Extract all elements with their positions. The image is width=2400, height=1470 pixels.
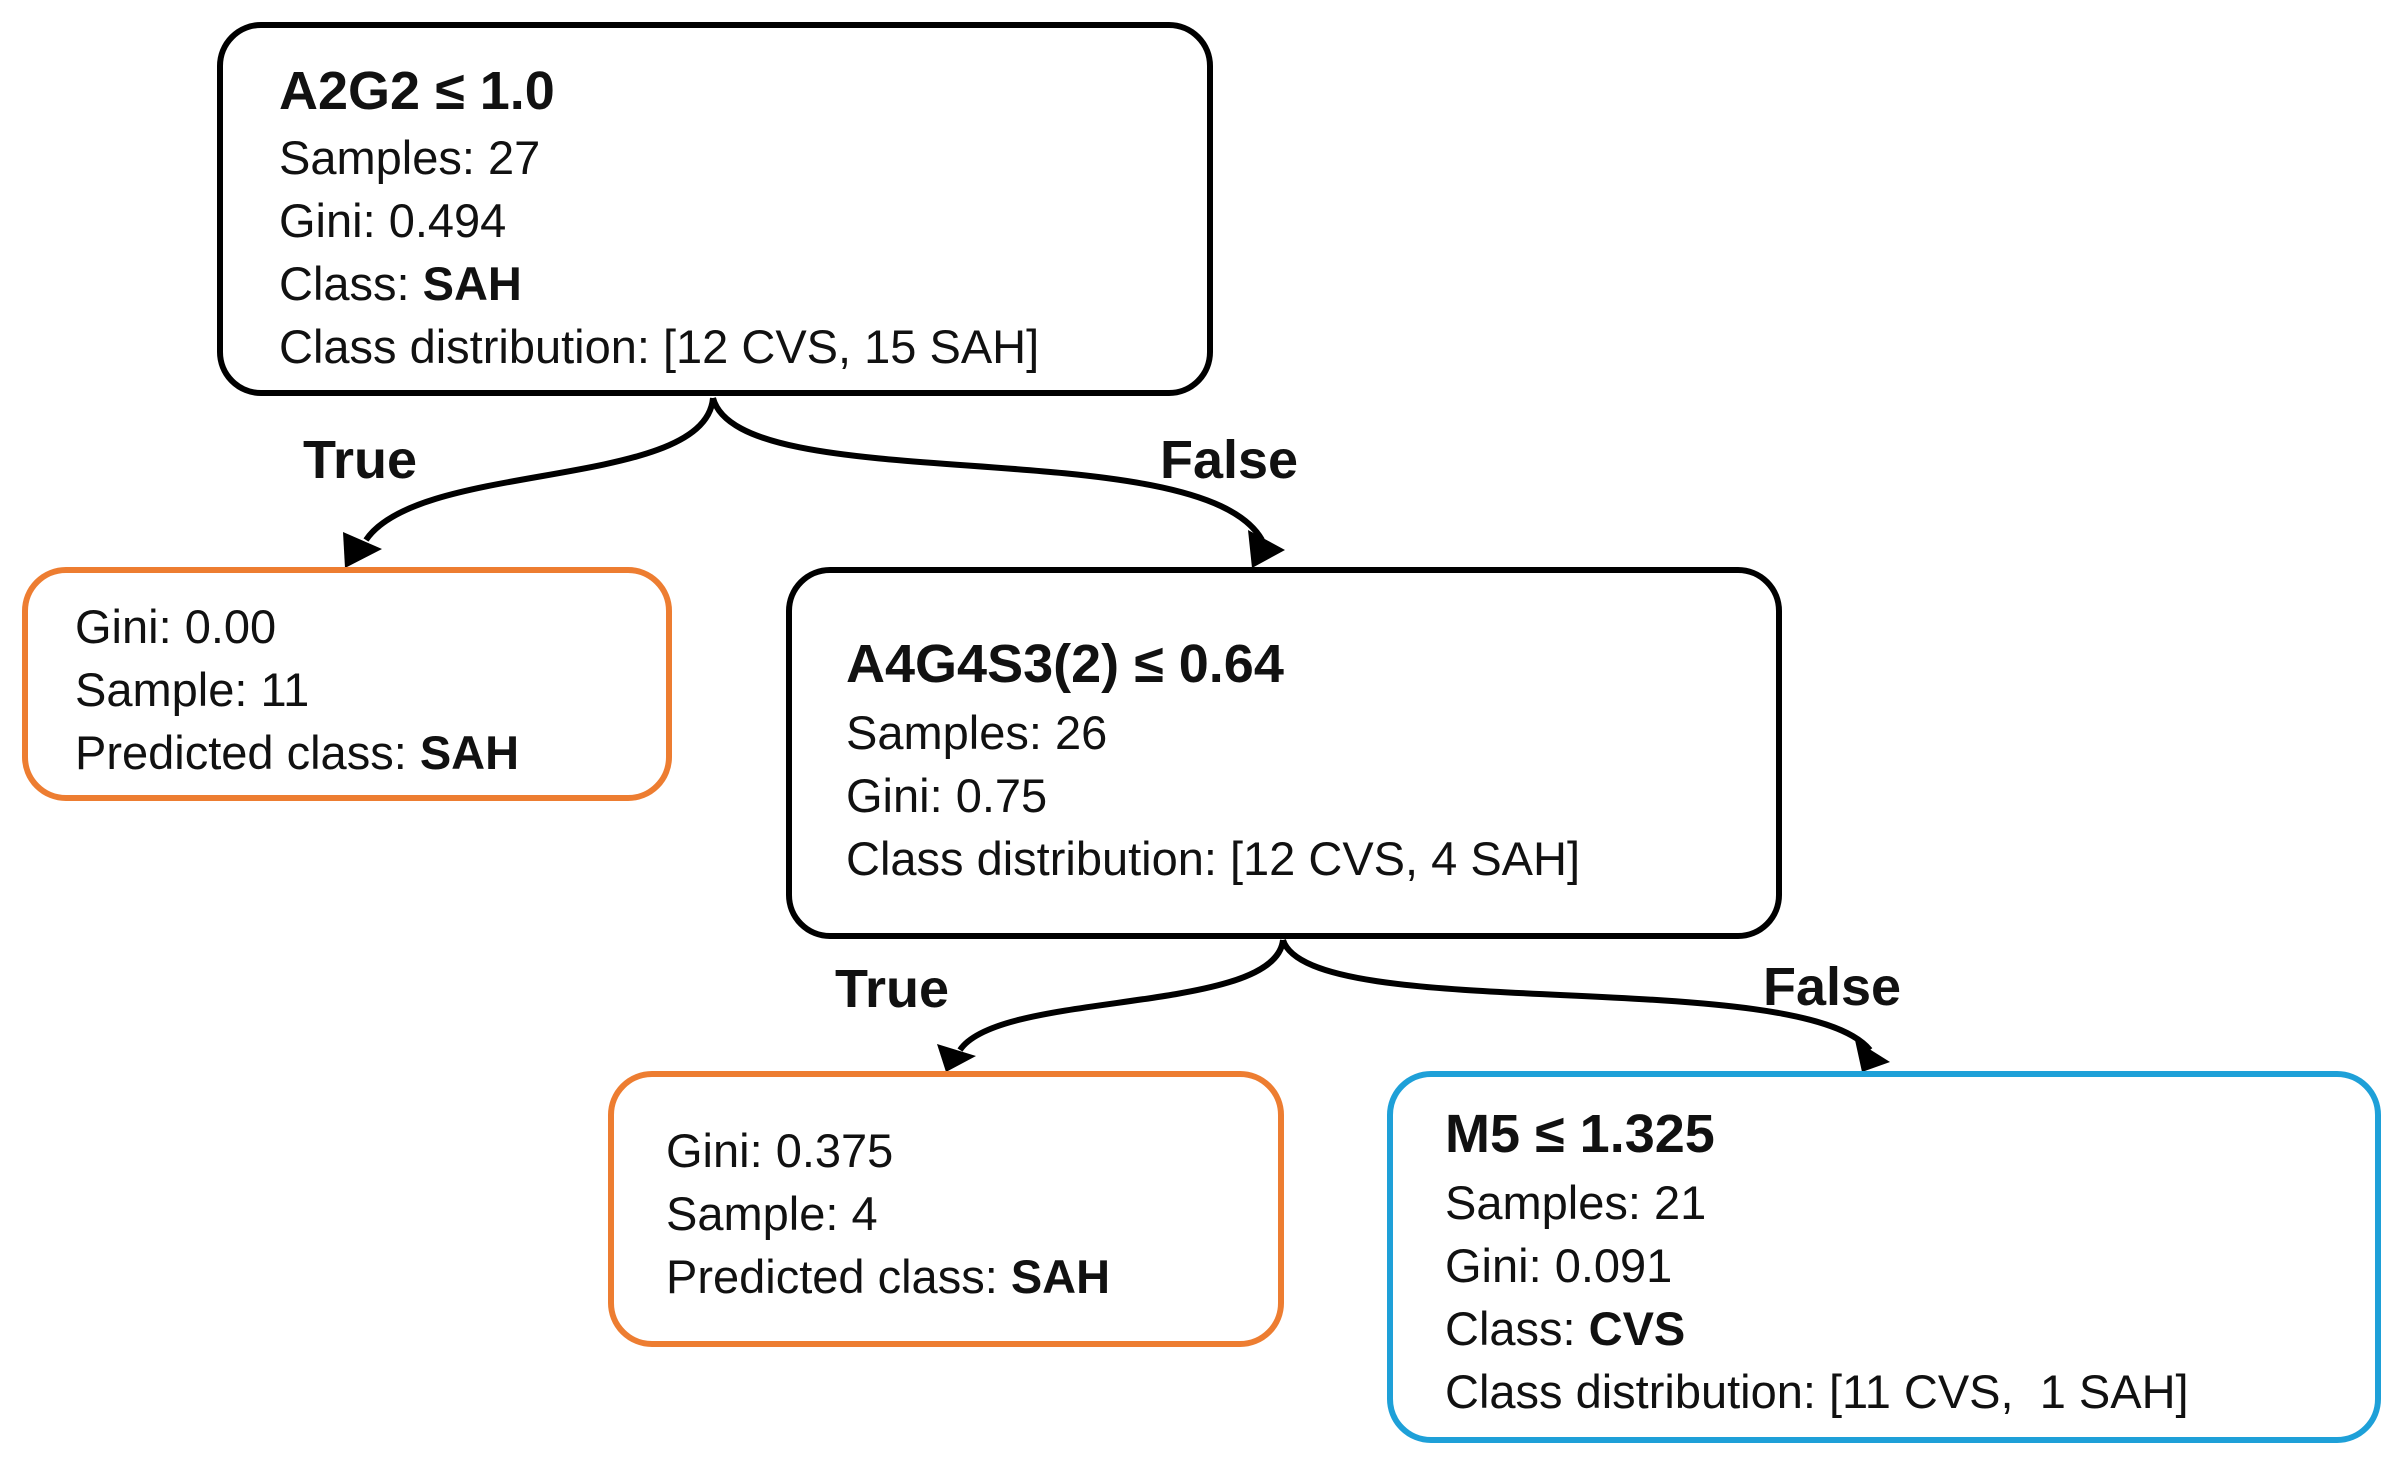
leaf-left-gini: Gini: 0.00 <box>75 600 277 653</box>
edge-label-root-true: True <box>303 430 418 490</box>
root-split-condition: A2G2 ≤ 1.0 <box>279 61 555 121</box>
split-a4g4s3-samples: Samples: 26 <box>846 706 1108 759</box>
leaf-left-class-value: SAH <box>419 726 520 779</box>
leaf-middle-class-label: Predicted class: <box>666 1250 1011 1303</box>
split-m5-class-distribution: Class distribution: [11 CVS, 1 SAH] <box>1445 1365 2189 1418</box>
edge-label-split-true: True <box>835 959 950 1019</box>
split-a4g4s3-class-distribution: Class distribution: [12 CVS, 4 SAH] <box>846 832 1581 885</box>
leaf-middle-sample: Sample: 4 <box>666 1187 878 1240</box>
split-m5-condition: M5 ≤ 1.325 <box>1445 1104 1715 1164</box>
edge-label-split-false: False <box>1763 957 1902 1017</box>
split-m5-node: M5 ≤ 1.325 Samples: 21 Gini: 0.091 Class… <box>1387 1071 2381 1443</box>
root-gini: Gini: 0.494 <box>279 194 507 247</box>
split-a4g4s3-node: A4G4S3(2) ≤ 0.64 Samples: 26 Gini: 0.75 … <box>786 567 1782 939</box>
edge-split-true <box>957 939 1286 1052</box>
root-class: Class: SAH <box>279 260 522 307</box>
root-class-label: Class: <box>279 257 423 310</box>
root-samples: Samples: 27 <box>279 131 541 184</box>
split-a4g4s3-condition: A4G4S3(2) ≤ 0.64 <box>846 634 1284 694</box>
leaf-left-sample: Sample: 11 <box>75 663 310 716</box>
leaf-middle-class-value: SAH <box>1010 1250 1111 1303</box>
split-m5-class: Class: CVS <box>1445 1305 1685 1352</box>
edge-split-false <box>1280 938 1873 1052</box>
arrowhead-split-true <box>937 1044 976 1072</box>
root-class-distribution: Class distribution: [12 CVS, 15 SAH] <box>279 320 1040 373</box>
split-m5-gini: Gini: 0.091 <box>1445 1239 1673 1292</box>
arrowhead-split-false <box>1855 1040 1890 1072</box>
split-m5-class-value: CVS <box>1588 1302 1686 1355</box>
leaf-middle-gini: Gini: 0.375 <box>666 1124 894 1177</box>
leaf-left-predicted-class: Predicted class: SAH <box>75 729 519 776</box>
edge-root-true <box>363 397 716 542</box>
leaf-middle-node: Gini: 0.375 Sample: 4 Predicted class: S… <box>608 1071 1284 1347</box>
split-m5-samples: Samples: 21 <box>1445 1176 1707 1229</box>
split-a4g4s3-gini: Gini: 0.75 <box>846 769 1048 822</box>
arrowhead-root-false <box>1248 530 1285 568</box>
split-m5-class-label: Class: <box>1445 1302 1589 1355</box>
leaf-left-node: Gini: 0.00 Sample: 11 Predicted class: S… <box>22 567 672 801</box>
edge-root-false <box>710 397 1265 542</box>
edge-label-root-false: False <box>1160 430 1299 490</box>
leaf-left-class-label: Predicted class: <box>75 726 420 779</box>
arrowhead-root-true <box>343 532 382 568</box>
root-node: A2G2 ≤ 1.0 Samples: 27 Gini: 0.494 Class… <box>217 22 1213 396</box>
root-class-value: SAH <box>422 257 522 310</box>
leaf-middle-predicted-class: Predicted class: SAH <box>666 1253 1110 1300</box>
